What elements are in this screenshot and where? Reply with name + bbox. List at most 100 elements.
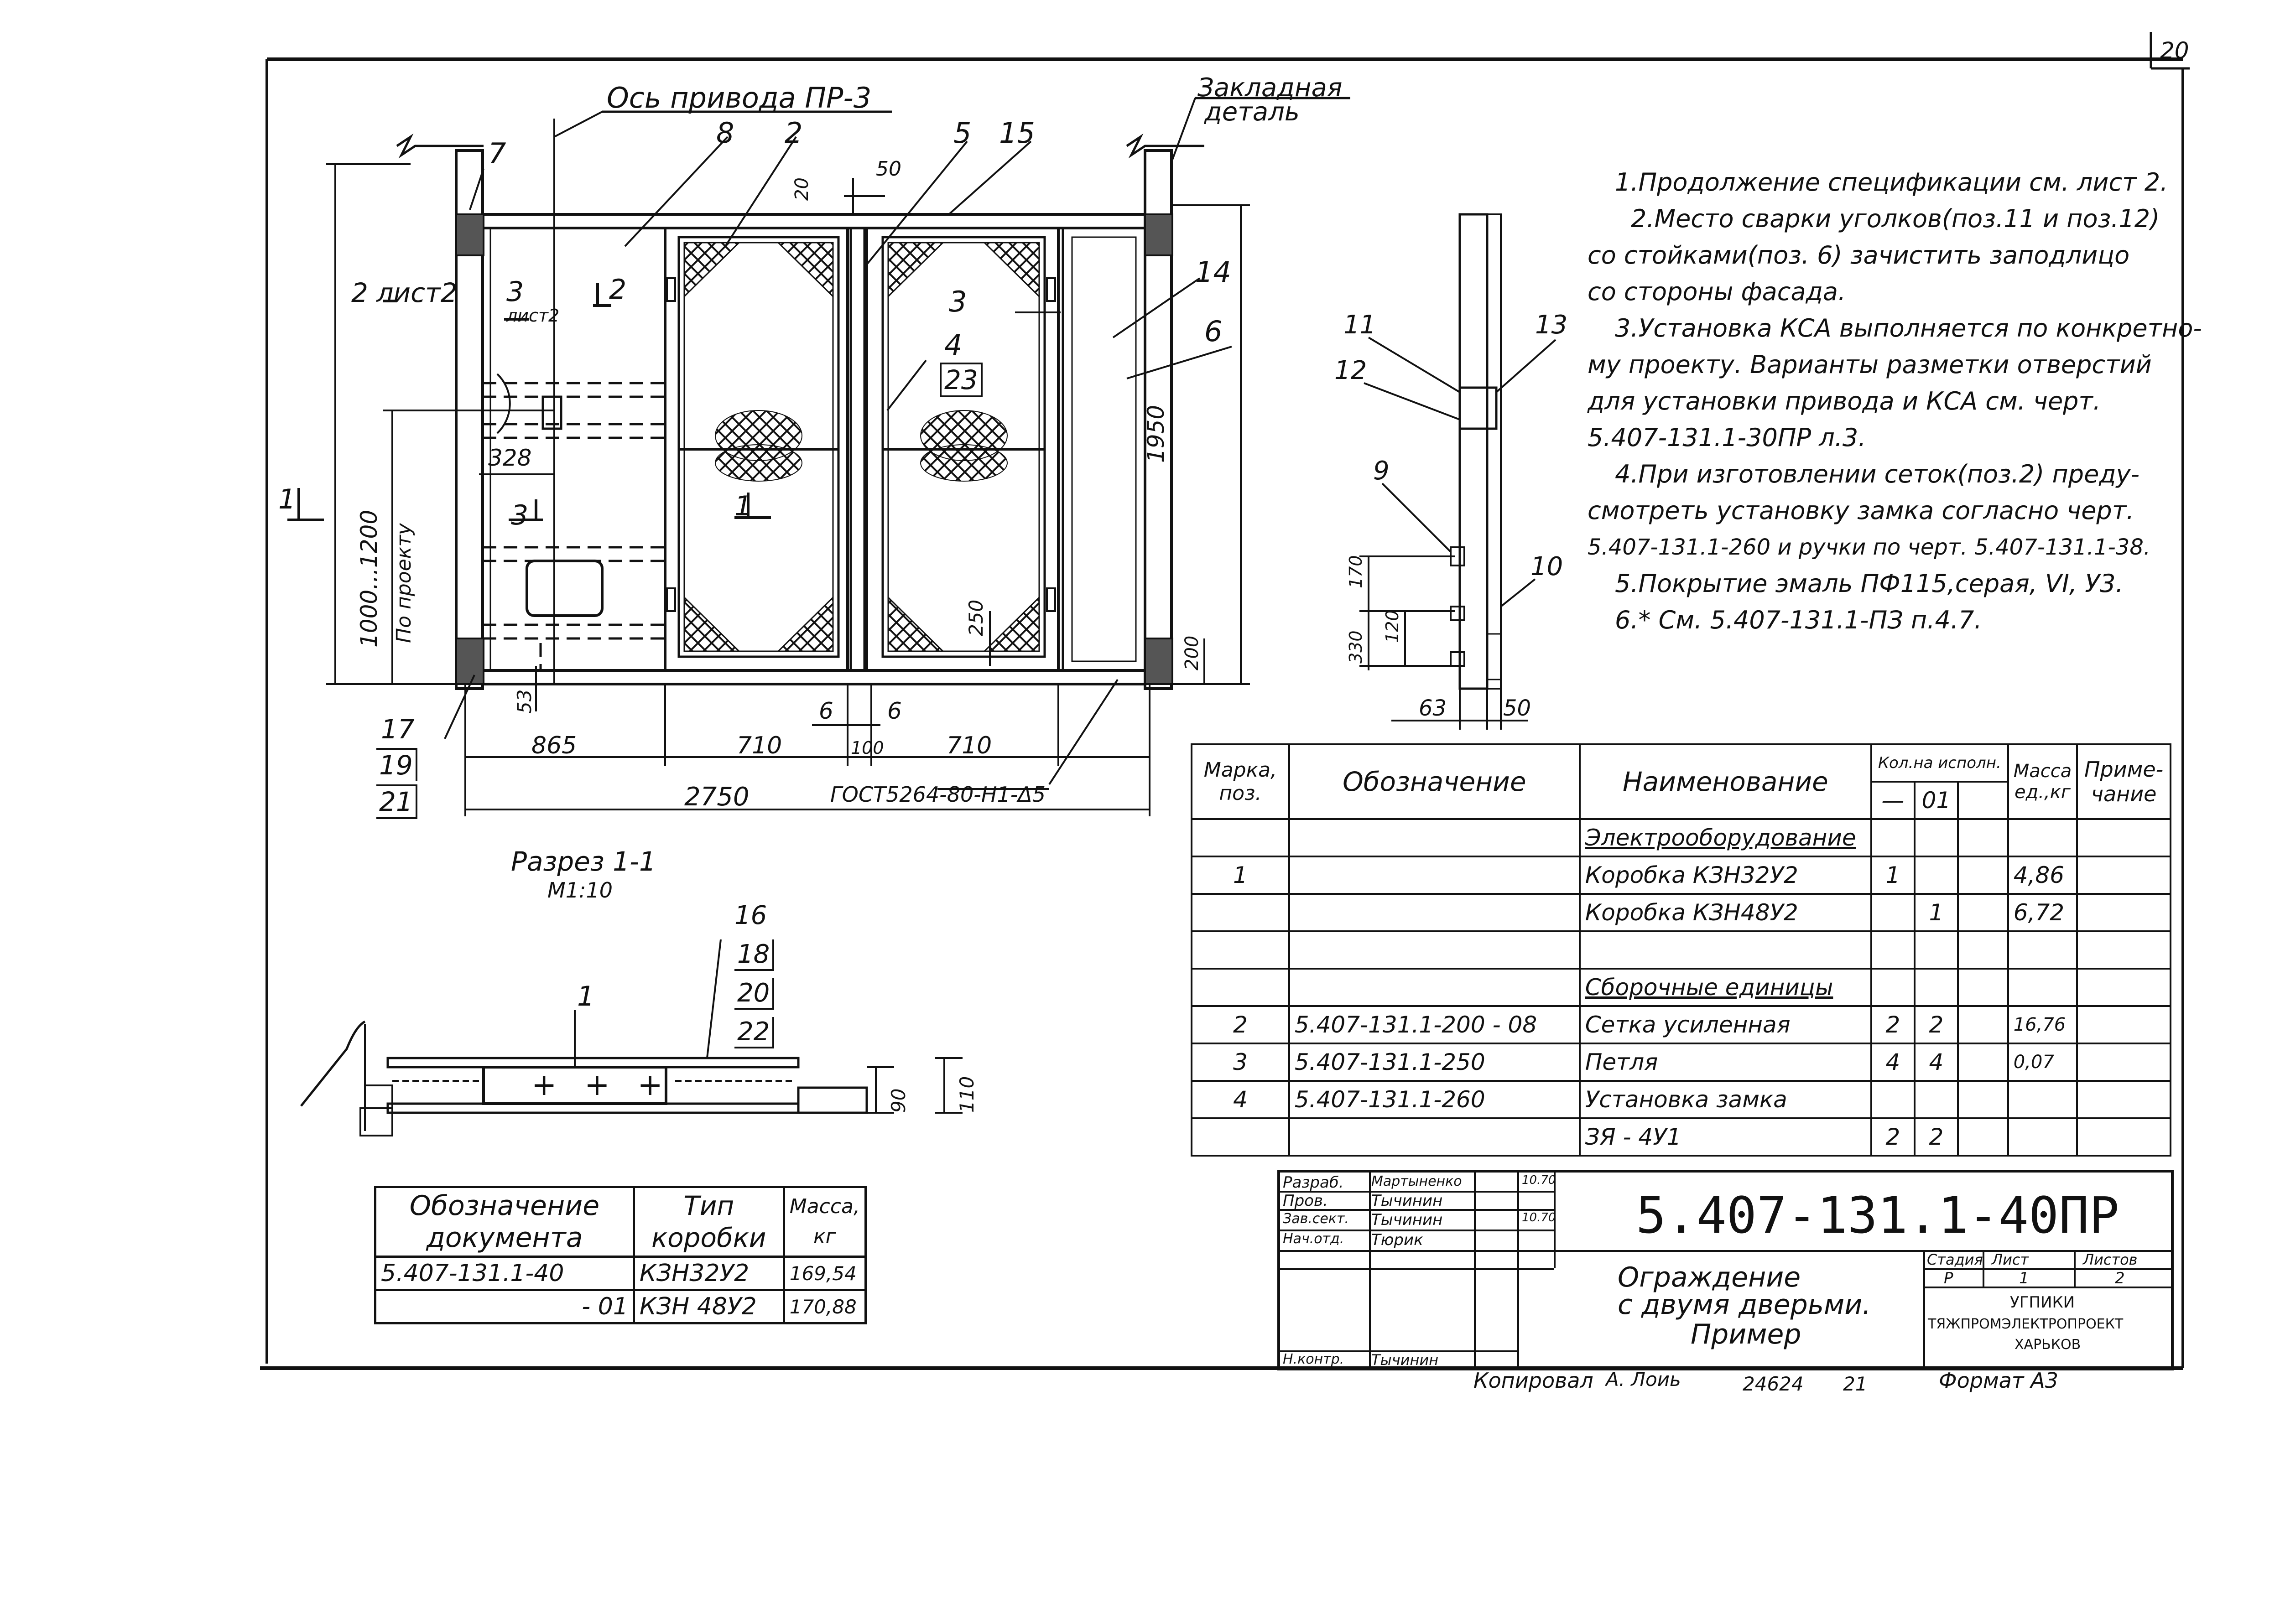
note-line-11: 5.407-131.1-260 и ручки по черт. 5.407-1… (1588, 534, 2151, 560)
dim-330: 330 (1346, 630, 1366, 664)
section-2-left-note: 2 лист2 (351, 277, 458, 308)
header-qty: Кол.на исполн. (1870, 743, 2009, 783)
dim-53: 53 (513, 689, 536, 714)
section-position-1: 1 (577, 981, 595, 1012)
section-position-18: 18 (734, 939, 775, 971)
note-line-10: смотреть установку замка согласно черт. (1588, 496, 2134, 525)
position-12: 12 (1334, 356, 1367, 385)
document-code: 5.407-131.1-40ПР (1636, 1186, 2119, 1245)
position-10: 10 (1530, 552, 1563, 581)
org-line-1: УГПИКИ (2010, 1293, 2075, 1312)
specification-table: Марка, поз. Обозначение Наименование Кол… (1191, 743, 2171, 1157)
dim-50-top: 50 (876, 157, 901, 181)
org-line-2: ТЯЖПРОМЭЛЕКТРОПРОЕКТ (1928, 1316, 2124, 1332)
section-position-22: 22 (734, 1017, 775, 1048)
note-line-13: 6.* См. 5.407-131.1-ПЗ п.4.7. (1615, 606, 1982, 634)
dim-6b: 6 (887, 698, 902, 724)
header-qty-blank (1957, 781, 2009, 820)
dim-120: 120 (1382, 610, 1402, 643)
embedded-part-label-1: Закладная (1197, 73, 1343, 103)
section-3-sheet: лист2 (506, 306, 560, 326)
sheet-value: 1 (2019, 1269, 2029, 1287)
table-row: 5.407-131.1-40 КЗН32У2 169,54 (374, 1256, 867, 1291)
note-line-2: 2.Место сварки уголков(поз.11 и поз.12) (1631, 204, 2160, 233)
name-head-sector: Тычинин (1371, 1211, 1443, 1229)
section-position-20: 20 (734, 978, 775, 1010)
dim-range: 1000...1200 (356, 509, 382, 648)
role-norm-control: Н.контр. (1283, 1351, 1344, 1367)
copier-name: А. Лоиь (1606, 1368, 1681, 1391)
table-row: Сборочные единицы (1191, 968, 2171, 1007)
position-13: 13 (1535, 310, 1568, 340)
position-23: 23 (940, 363, 983, 397)
position-6: 6 (1204, 315, 1223, 348)
doc-header-designation: Обозначение документа (374, 1186, 635, 1258)
stage-value: Р (1944, 1269, 1953, 1287)
header-mass: Масса ед.,кг (2007, 743, 2078, 820)
dim-710a: 710 (737, 732, 782, 759)
date-head-sector: 10.70 (1522, 1211, 1556, 1224)
sheets-value: 2 (2115, 1269, 2125, 1287)
position-4: 4 (944, 328, 963, 362)
dim-1950: 1950 (1143, 405, 1169, 463)
name-head-dept: Тюрик (1371, 1231, 1423, 1249)
dim-20: 20 (791, 177, 812, 201)
dim-6a: 6 (819, 698, 833, 724)
weld-gost: ГОСТ5264-80-Н1-Δ5 (830, 782, 1046, 807)
header-name: Наименование (1578, 743, 1872, 820)
section-title: Разрез 1-1 (511, 846, 656, 877)
table-row (1191, 930, 2171, 970)
position-9: 9 (1373, 456, 1390, 486)
sheet-format: Формат А3 (1939, 1368, 2058, 1393)
org-line-3: ХАРЬКОВ (2015, 1337, 2081, 1353)
note-line-9: 4.При изготовлении сеток(поз.2) преду- (1615, 460, 2140, 488)
position-8: 8 (716, 116, 734, 150)
section-crosses: + + + (531, 1067, 672, 1102)
section-3-top: 3 (506, 276, 524, 308)
stage-label: Стадия (1927, 1251, 1983, 1268)
section-3-bottom: 3 (511, 499, 529, 531)
dim-2750: 2750 (684, 782, 750, 812)
title-line-2: с двумя дверьми. (1618, 1289, 1871, 1321)
title-line-1: Ограждение (1618, 1261, 1801, 1293)
header-mark: Марка, поз. (1191, 743, 1290, 820)
document-table: Обозначение документа Тип коробки Масса,… (374, 1186, 867, 1324)
section-position-16: 16 (734, 901, 767, 930)
note-line-7: для установки привода и КСА см. черт. (1588, 387, 2101, 415)
note-line-8: 5.407-131.1-30ПР л.3. (1588, 423, 1866, 452)
position-21: 21 (376, 784, 417, 819)
role-head-dept: Нач.отд. (1283, 1231, 1344, 1247)
dim-200: 200 (1182, 635, 1202, 670)
position-14: 14 (1195, 255, 1231, 289)
section-2-mark: 2 (609, 274, 627, 306)
embedded-part-label-2: деталь (1204, 97, 1300, 127)
note-line-12: 5.Покрытие эмаль ПФ115,серая, VI, У3. (1615, 569, 2124, 598)
sheets-label: Листов (2083, 1251, 2138, 1268)
dim-328: 328 (488, 445, 532, 471)
table-row: Электрооборудование (1191, 818, 2171, 857)
order-number: 24624 (1743, 1373, 1804, 1395)
position-5: 5 (953, 116, 972, 150)
header-designation: Обозначение (1288, 743, 1581, 820)
leader-lines (444, 136, 1232, 790)
dimension-lines (326, 163, 1250, 816)
order-suffix: 21 (1843, 1373, 1868, 1395)
header-qty-01: 01 (1913, 781, 1959, 820)
section-markers (287, 283, 771, 521)
note-line-4: со стороны фасада. (1588, 277, 1846, 306)
header-note: Приме- чание (2076, 743, 2171, 820)
role-developer: Разраб. (1283, 1173, 1344, 1192)
header-qty-base: — (1870, 781, 1916, 820)
side-view (1359, 213, 1556, 730)
by-project-label: По проекту (392, 523, 416, 643)
note-line-1: 1.Продолжение спецификации см. лист 2. (1615, 168, 2168, 197)
position-17: 17 (381, 714, 415, 745)
section-1-center: 1 (734, 490, 752, 522)
